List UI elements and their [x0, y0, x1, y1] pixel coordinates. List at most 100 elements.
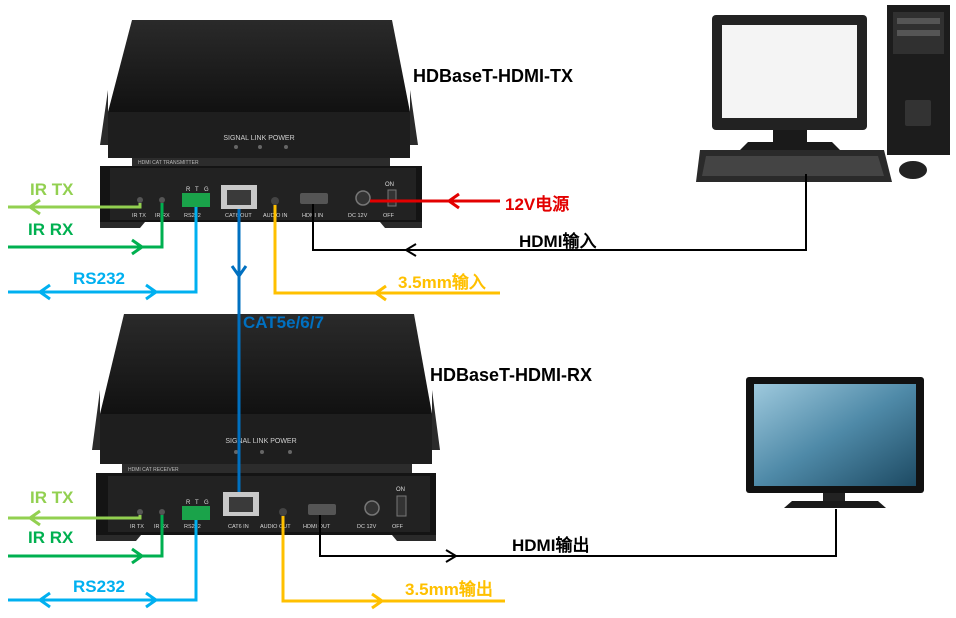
tx-port-label-rs232: RS232 [184, 213, 201, 219]
rx-switch-on-label: ON [396, 487, 405, 493]
hdmi-in-arrow [404, 243, 417, 257]
power-label: 12V电源 [505, 195, 570, 214]
tx-rs232-label: RS232 [73, 269, 125, 288]
cat-cable-label: CAT5e/6/7 [243, 313, 324, 332]
rx-port-label-audio: AUDIO OUT [260, 524, 291, 530]
tx-ir-rx-jack [159, 197, 165, 203]
tx-top-panel [108, 20, 410, 112]
rx-ir-rx-arrow [131, 547, 145, 565]
rx-front-panel [100, 414, 432, 464]
tower-drive-1 [897, 18, 940, 24]
rx-port-label-cat6: CAT6 IN [228, 524, 249, 530]
tv-illustration [746, 377, 924, 508]
tx-ir-tx-label: IR TX [30, 180, 74, 199]
rx-port-label-rs232: RS232 [184, 524, 201, 530]
rx-ir-rx-jack [159, 509, 165, 515]
rx-strip [122, 464, 412, 473]
rx-ir-tx-label: IR TX [30, 488, 74, 507]
rx-ir-rx-cable [8, 515, 164, 565]
tx-rs232-terminal [182, 193, 210, 207]
tx-ir-tx-cable [8, 198, 142, 216]
rx-terminal-g: G [204, 500, 209, 506]
audio-in-label: 3.5mm输入 [398, 273, 486, 292]
hdmi-in-label: HDMI输入 [519, 232, 597, 251]
tx-port-label-dc: DC 12V [348, 213, 368, 219]
tx-device-title: HDBaseT-HDMI-TX [413, 66, 574, 86]
tx-port-label-ir-tx: IR TX [132, 213, 146, 219]
rx-audio-jack [279, 508, 287, 516]
tx-power-switch [387, 189, 397, 207]
tx-link-led [258, 145, 262, 149]
rx-power-led [288, 450, 292, 454]
monitor-neck [773, 130, 807, 142]
tx-audio-jack [271, 197, 279, 205]
tv-stand [784, 501, 886, 508]
tx-strip [132, 158, 390, 166]
tx-switch-on-label: ON [385, 182, 394, 188]
rx-rs232-terminal [182, 506, 210, 520]
tx-rs232-arrow-left [37, 283, 51, 301]
tx-feet [100, 222, 422, 228]
power-cable [370, 192, 500, 210]
tx-port-label-off: OFF [383, 213, 395, 219]
rx-device: SIGNAL LINK POWER HDMI CAT RECEIVER R T … [92, 314, 440, 541]
keyboard-keys [702, 156, 884, 176]
audio-out-cable [281, 516, 505, 610]
tx-device: SIGNAL LINK POWER HDMI CAT TRANSMITTER R… [100, 20, 422, 228]
tower-vent [905, 100, 931, 126]
rx-ir-rx-label: IR RX [28, 528, 74, 547]
tx-ir-rx-arrow [131, 238, 145, 256]
tx-power-led [284, 145, 288, 149]
mouse [899, 161, 927, 179]
rx-rs232-arrow-right [145, 591, 159, 609]
monitor-base [740, 142, 840, 150]
tv-screen [754, 384, 916, 486]
rx-ir-tx-cable [8, 509, 142, 527]
cat-cable-arrow [230, 265, 248, 279]
audio-out-label: 3.5mm输出 [405, 580, 493, 599]
audio-out-arrow [371, 592, 385, 610]
rx-port-label-dc: DC 12V [357, 524, 377, 530]
rx-top-panel [100, 314, 432, 414]
rx-hdmi-port [308, 504, 336, 515]
tx-terminal-g: G [204, 187, 209, 193]
hdmi-in-cable [312, 174, 807, 257]
tx-hdmi-port [300, 193, 328, 204]
power-arrow [446, 192, 460, 210]
rx-rs232-label: RS232 [73, 577, 125, 596]
tx-strip-text: HDMI CAT TRANSMITTER [138, 160, 199, 166]
tx-front-panel [108, 112, 410, 158]
tower-drive-2 [897, 30, 940, 36]
tx-ir-rx-label: IR RX [28, 220, 74, 239]
rx-ir-tx-jack [137, 509, 143, 515]
rx-port-label-off: OFF [392, 524, 404, 530]
monitor-screen [722, 25, 857, 118]
rx-power-switch [396, 495, 407, 517]
rx-cat6-port-hole [229, 497, 253, 512]
rx-ir-tx-arrow [27, 509, 41, 527]
rx-rs232-cable [8, 520, 198, 609]
tx-led-labels: SIGNAL LINK POWER [223, 135, 294, 142]
rx-signal-led [234, 450, 238, 454]
audio-in-cable [273, 205, 500, 302]
rx-rs232-arrow-left [37, 591, 51, 609]
tx-signal-led [234, 145, 238, 149]
rx-terminal-r: R [186, 500, 191, 506]
tx-rs232-cable [8, 207, 198, 301]
rx-strip-text: HDMI CAT RECEIVER [128, 467, 179, 473]
tx-ir-rx-cable [8, 203, 164, 256]
rx-terminal-t: T [195, 500, 199, 506]
tx-cat6-port-hole [227, 190, 251, 205]
rx-port-label-hdmi: HDMI OUT [303, 524, 331, 530]
hdmi-out-arrow [445, 549, 458, 563]
hdmi-out-label: HDMI输出 [512, 536, 590, 555]
tv-neck [823, 493, 845, 501]
rx-port-label-ir-tx: IR TX [130, 524, 144, 530]
computer-illustration [696, 5, 950, 182]
rx-feet [96, 535, 436, 541]
rx-link-led [260, 450, 264, 454]
tx-terminal-r: R [186, 187, 191, 193]
rx-dc-jack [364, 500, 380, 516]
audio-in-arrow [373, 284, 387, 302]
